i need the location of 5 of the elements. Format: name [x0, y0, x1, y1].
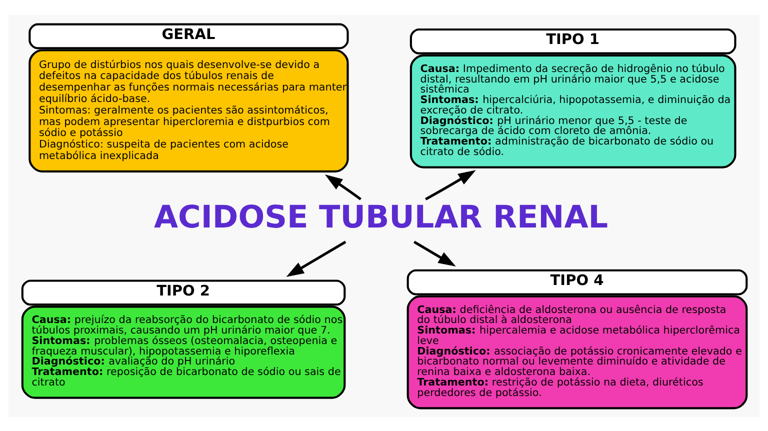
arrow: [324, 174, 362, 200]
node-text: ACIDOSE TUBULAR RENAL: [154, 198, 608, 235]
arrow: [425, 170, 476, 200]
arrow: [286, 240, 346, 276]
arrow: [414, 240, 456, 266]
